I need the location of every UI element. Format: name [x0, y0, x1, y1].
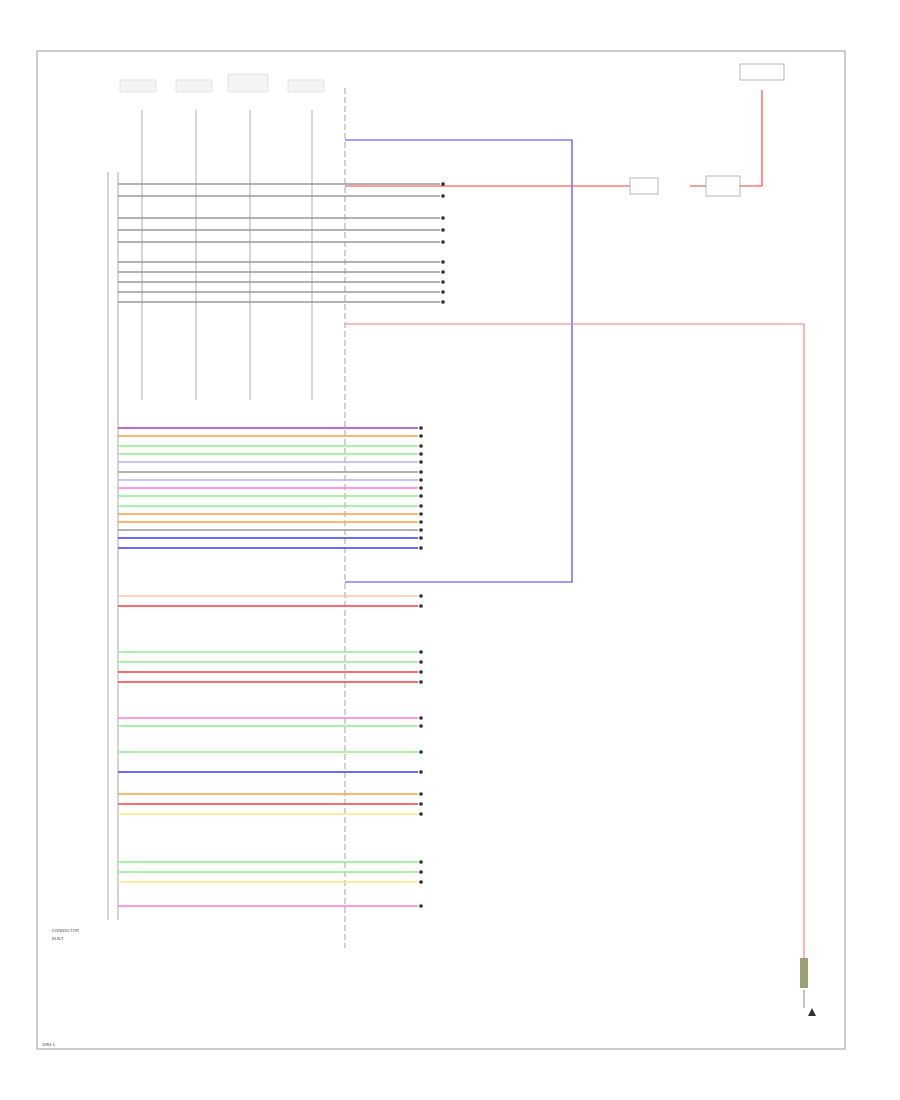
- wire-terminal-22: [419, 520, 423, 524]
- wire-terminal-11: [419, 426, 423, 430]
- wire-terminal-1: [441, 182, 445, 186]
- ground-connector: [800, 958, 808, 988]
- connector-subtitle: BUILT: [52, 936, 64, 941]
- wire-terminal-17: [419, 478, 423, 482]
- wire-terminal-40: [419, 870, 423, 874]
- footer-code: 1994-1: [42, 1042, 56, 1047]
- wire-terminal-42: [419, 904, 423, 908]
- wire-terminal-25: [419, 546, 423, 550]
- relay-box: [705, 175, 741, 197]
- wire-terminal-5: [441, 240, 445, 244]
- wire-terminal-27: [419, 604, 423, 608]
- wire-terminal-38: [419, 812, 423, 816]
- wire-terminal-19: [419, 494, 423, 498]
- terminal-group: [419, 182, 445, 908]
- wire-terminal-6: [441, 260, 445, 264]
- wire-terminal-9: [441, 290, 445, 294]
- wire-terminal-13: [419, 444, 423, 448]
- wire-terminal-32: [419, 716, 423, 720]
- ground-symbol: [808, 1008, 816, 1016]
- wire-terminal-23: [419, 528, 423, 532]
- long-right-wire: [345, 323, 805, 960]
- wire-group: [118, 183, 440, 907]
- component-block-4: [287, 79, 325, 93]
- component-block-1: [119, 79, 157, 93]
- fuse-block-top: [739, 63, 785, 81]
- wire-terminal-31: [419, 680, 423, 684]
- wire-terminal-10: [441, 300, 445, 304]
- wire-terminal-20: [419, 504, 423, 508]
- wire-terminal-26: [419, 594, 423, 598]
- wire-terminal-29: [419, 660, 423, 664]
- wire-terminal-34: [419, 750, 423, 754]
- wire-terminal-16: [419, 470, 423, 474]
- wire-terminal-30: [419, 670, 423, 674]
- component-block-3: [227, 73, 269, 93]
- wire-terminal-28: [419, 650, 423, 654]
- diagram-frame: [36, 50, 846, 1050]
- wire-terminal-21: [419, 512, 423, 516]
- red-feed-wire: [345, 90, 763, 187]
- connector-name: CONNECTOR: [52, 928, 79, 933]
- wire-terminal-2: [441, 194, 445, 198]
- wire-terminal-15: [419, 460, 423, 464]
- wire-terminal-18: [419, 486, 423, 490]
- top-components: [119, 73, 325, 93]
- wire-terminal-37: [419, 802, 423, 806]
- wire-terminal-14: [419, 452, 423, 456]
- wire-terminal-12: [419, 434, 423, 438]
- wire-terminal-24: [419, 536, 423, 540]
- wire-terminal-39: [419, 860, 423, 864]
- wire-terminal-36: [419, 792, 423, 796]
- wire-terminal-7: [441, 270, 445, 274]
- wire-terminal-33: [419, 724, 423, 728]
- inline-fuse: [629, 177, 659, 195]
- wire-terminal-35: [419, 770, 423, 774]
- blue-loop-wire: [345, 139, 573, 583]
- wire-terminal-3: [441, 216, 445, 220]
- wire-terminal-41: [419, 880, 423, 884]
- wire-terminal-4: [441, 228, 445, 232]
- component-block-2: [175, 79, 213, 93]
- wire-terminal-8: [441, 280, 445, 284]
